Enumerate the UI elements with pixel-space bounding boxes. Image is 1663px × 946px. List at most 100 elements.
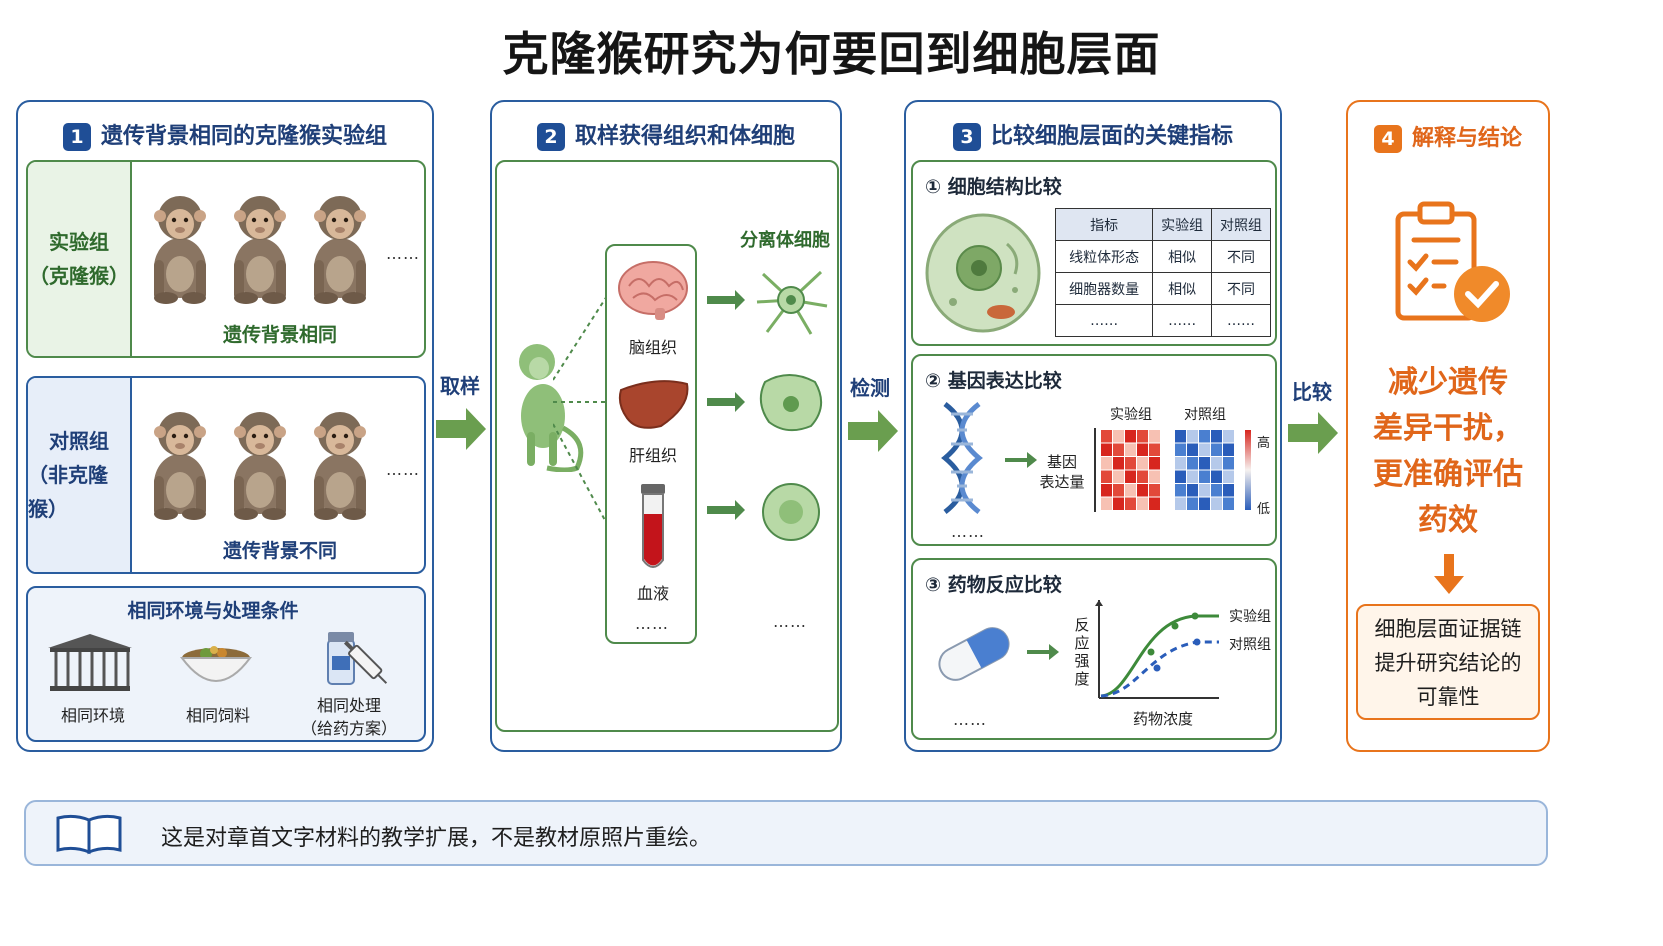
xaxis-label: 药物浓度 (1132, 710, 1193, 728)
heatmap-cell (1101, 430, 1112, 443)
evidence-box: 细胞层面证据链 提升研究结论的 可靠性 (1356, 604, 1540, 720)
panel2-title: 取样获得组织和体细胞 (574, 124, 795, 149)
clipboard-check-icon (1395, 201, 1510, 322)
heatmap-cell (1137, 457, 1148, 470)
cell-structure-section: ① 细胞结构比较 指标 实验组 对照组 线粒体形态 相似 不同 细胞器数量 相似 (911, 160, 1277, 346)
table-row: 细胞器数量 相似 不同 (1054, 272, 1271, 305)
capsule-icon (938, 627, 1010, 681)
arrow-label-compare: 比较 (1292, 380, 1332, 404)
isolate-cells-label: 分离体细胞 (740, 230, 830, 251)
heatmap-cell (1137, 430, 1148, 443)
legend-exp-label: 实验组 (1229, 609, 1271, 625)
tissue-liver-label: 肝组织 (628, 446, 677, 465)
heatmap-cell (1211, 470, 1222, 483)
brain-icon (618, 261, 688, 320)
flow-arrow-3 (1288, 412, 1338, 454)
ctrl-caption: 遗传背景不同 (222, 540, 337, 562)
isolated-cells-illustration (707, 270, 828, 541)
heatmap-cell (1149, 470, 1160, 483)
heatmap-cell (1175, 443, 1186, 456)
heatmap-cell (1199, 430, 1210, 443)
heatmap-cell (1101, 497, 1112, 510)
scale-low-label: 低 (1257, 502, 1271, 517)
heatmap-cell (1125, 497, 1136, 510)
ctrl-label-line2: （非克隆猴） (28, 463, 108, 521)
blood-tube-icon (641, 484, 665, 568)
step-number-3: 3 (952, 123, 981, 151)
env-title: 相同环境与处理条件 (127, 600, 299, 622)
conclusion-line2: 差异干扰， (1373, 411, 1523, 446)
heatmap-cell (1199, 457, 1210, 470)
heatmap-cell (1187, 430, 1198, 443)
heatmap-cell (1125, 470, 1136, 483)
table-header-indicator: 指标 (1054, 208, 1154, 241)
conclusion-line3: 更准确评估 (1373, 457, 1523, 492)
heatmap-cell (1113, 497, 1124, 510)
cell-structure-title: ① 细胞结构比较 (925, 176, 1062, 198)
heatmap-cell (1101, 457, 1112, 470)
same-conditions-box: 相同环境与处理条件 相同环境 相同饲料 (26, 586, 426, 742)
panel4-title: 解释与结论 (1411, 126, 1522, 151)
heatmap-cell (1223, 470, 1234, 483)
heatmap-cell (1175, 484, 1186, 497)
arrow-label-sampling: 取样 (440, 374, 480, 398)
heatmap-cell (1199, 470, 1210, 483)
heatmap-cell (1199, 484, 1210, 497)
medicine-vial-syringe-icon (327, 632, 388, 685)
ctrl-ellipsis: …… (386, 460, 420, 479)
heatmap-cell (1175, 470, 1186, 483)
treatment-line1: 相同处理 (316, 696, 381, 715)
gene-arrow (1005, 452, 1037, 468)
heatmap-control (1175, 430, 1234, 510)
gene-expression-label: 基因表达量 (1039, 453, 1085, 491)
legend-ctrl-label: 对照组 (1229, 637, 1271, 653)
exp-label-line2: （克隆猴） (29, 264, 129, 288)
heatmap-cell (1211, 497, 1222, 510)
heatmap-cell (1175, 457, 1186, 470)
cage-icon (48, 634, 132, 691)
tissue-ellipsis: …… (635, 614, 669, 633)
cell-structure-icon (925, 213, 1041, 333)
evidence-line1: 细胞层面证据链 (1374, 617, 1522, 641)
curve-control (1100, 640, 1219, 698)
drug-ellipsis: …… (953, 710, 987, 729)
page-title: 克隆猴研究为何要回到细胞层面 (502, 27, 1161, 81)
food-bowl-icon (180, 646, 252, 682)
heatmap-cell (1101, 484, 1112, 497)
heatmap-cell (1101, 443, 1112, 456)
heatmap-cell (1199, 497, 1210, 510)
drug-response-section: ③ 药物反应比较 …… 反应强度 实验组 对照组 药物浓度 (911, 558, 1277, 740)
tissue-brain-label: 脑组织 (628, 338, 677, 357)
flow-arrow-2 (848, 410, 898, 452)
control-group-box: 对照组 （非克隆猴） …… 遗传背景不同 (26, 376, 426, 574)
heatmap-cell (1137, 443, 1148, 456)
sampling-box: 脑组织 肝组织 血液 …… 分离体细胞 (495, 160, 839, 732)
curve-experimental (1100, 614, 1219, 698)
gene-ellipsis: …… (951, 522, 985, 541)
heatmap-cell (1211, 443, 1222, 456)
heatmap-cell (1125, 484, 1136, 497)
heatmap-cell (1125, 443, 1136, 456)
heatmap-cell (1223, 484, 1234, 497)
heatmap-cell (1125, 430, 1136, 443)
exp-caption: 遗传背景相同 (222, 324, 337, 346)
table-header-exp: 实验组 (1152, 208, 1213, 241)
heatmap-cell (1187, 470, 1198, 483)
drug-response-title: ③ 药物反应比较 (925, 574, 1062, 596)
evidence-line3: 可靠性 (1416, 685, 1480, 709)
heatmap-cell (1199, 443, 1210, 456)
heatmap-cell (1223, 443, 1234, 456)
yaxis-label: 反应强度 (1074, 616, 1090, 688)
heatmap-cell (1175, 430, 1186, 443)
treatment-line2: （给药方案） (300, 719, 397, 738)
heatmap-cell (1149, 457, 1160, 470)
heatmap-cell (1211, 457, 1222, 470)
heatmap-cell (1187, 443, 1198, 456)
heatmap-cell (1125, 457, 1136, 470)
gene-expression-title: ② 基因表达比较 (925, 370, 1062, 392)
experimental-group-label: 实验组 （克隆猴） (28, 162, 130, 356)
gene-expression-section: ② 基因表达比较 …… 基因表达量 实验组 对照组 (911, 354, 1277, 546)
